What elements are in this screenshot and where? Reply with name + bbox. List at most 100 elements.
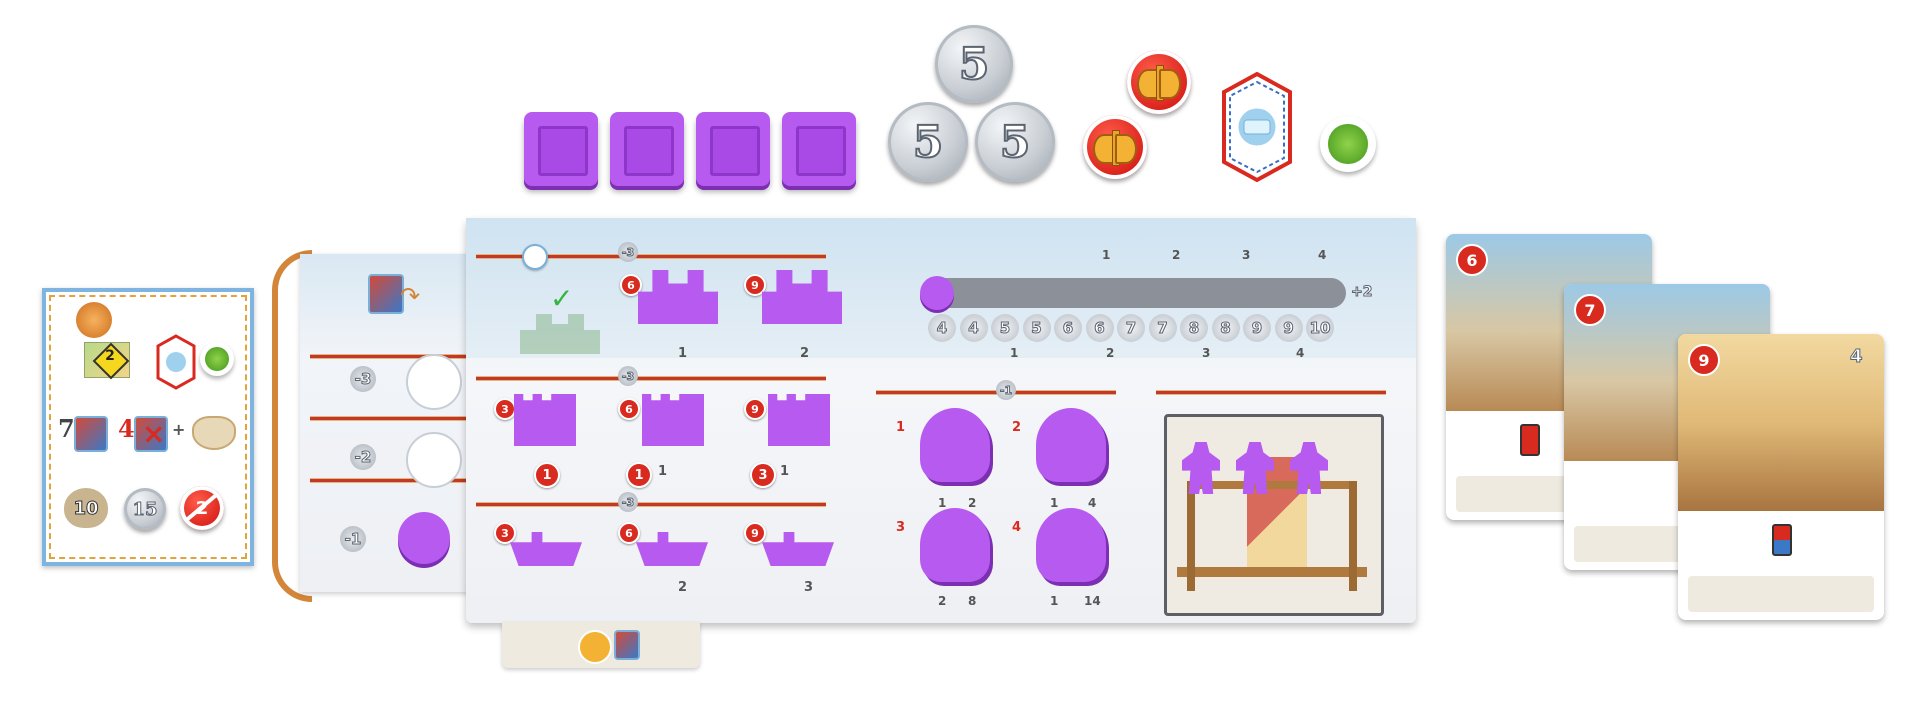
diamond-value: 2 — [105, 348, 115, 364]
card-cost: 9 — [1688, 344, 1720, 376]
check-icon: ✓ — [550, 282, 574, 315]
tree-reward-1: 1 — [938, 496, 947, 510]
house-badge-2: 1 — [626, 462, 652, 488]
track-cell-13: 10 — [1306, 314, 1334, 342]
track-mark-2: 2 — [1106, 346, 1115, 360]
track-plus-two: +2 — [1350, 284, 1373, 301]
card-fishing[interactable]: 6 — [1446, 234, 1652, 520]
board-tab — [502, 622, 700, 668]
military-token-2[interactable] — [1083, 115, 1147, 179]
coin-5-left[interactable]: 5 — [888, 102, 968, 182]
house-reward-2: 1 — [780, 464, 790, 479]
axe-icon — [1135, 65, 1183, 101]
card-shepherd[interactable]: 9 4 — [1678, 334, 1884, 620]
leaf-icon — [1328, 124, 1368, 164]
tree-id-4: 4 — [1012, 520, 1022, 535]
purple-disc[interactable] — [398, 512, 450, 564]
lion-icon — [76, 302, 112, 338]
card-icon-7 — [74, 416, 108, 452]
track-mark-3: 3 — [1202, 346, 1211, 360]
glass-hex-token[interactable] — [1222, 72, 1292, 182]
culture-card-icon — [614, 630, 640, 660]
ship-3[interactable] — [762, 532, 834, 566]
house-cost-1: 3 — [494, 398, 516, 420]
cross-icon: × — [142, 417, 166, 450]
coin-value: 5 — [958, 38, 991, 91]
bonus-label-2: 2 — [1172, 248, 1181, 262]
loom-beam-top — [1187, 481, 1357, 489]
row-line-wonders — [476, 254, 826, 259]
coin-5-top[interactable]: 5 — [935, 25, 1013, 103]
row-line-2 — [310, 416, 470, 421]
resource-icon — [522, 244, 548, 270]
card-cost: 6 — [1456, 244, 1488, 276]
purple-tile-3[interactable] — [696, 112, 770, 186]
loom-post-left — [1187, 481, 1195, 591]
tree-reward-4: 4 — [1088, 496, 1097, 510]
tree-2[interactable] — [1036, 408, 1106, 482]
card-reward: 4 — [1850, 346, 1863, 368]
empty-slot-1[interactable] — [406, 354, 462, 410]
track-cell-8: 7 — [1148, 314, 1177, 342]
track-cell-2: 4 — [959, 314, 988, 342]
track-cell-7: 7 — [1117, 314, 1145, 342]
ship-1[interactable] — [510, 532, 582, 566]
row-line-1 — [310, 354, 470, 359]
house-1[interactable] — [514, 394, 576, 446]
tree-4[interactable] — [1036, 508, 1106, 582]
axe-icon — [1091, 130, 1139, 166]
ship-reward-1: 2 — [678, 580, 688, 595]
tree-id-2: 2 — [1012, 420, 1022, 435]
summary-card[interactable]: 2 7 4 × + 10 15 2 — [42, 288, 254, 566]
ship-cost-1: 3 — [494, 522, 516, 544]
military-token-1[interactable] — [1127, 50, 1191, 114]
tree-reward-8: 14 — [1084, 594, 1101, 608]
tree-id-1: 1 — [896, 420, 906, 435]
house-2[interactable] — [642, 394, 704, 446]
ship-2[interactable] — [636, 532, 708, 566]
loom-post-right — [1349, 481, 1357, 591]
coin-5-right[interactable]: 5 — [975, 102, 1055, 182]
house-cost-3: 9 — [744, 398, 766, 420]
border-pattern — [49, 295, 247, 559]
ship-cost-3: 9 — [744, 522, 766, 544]
row-line-loom — [1156, 390, 1386, 395]
plus-sign: + — [172, 420, 186, 439]
leaf-icon — [200, 342, 234, 376]
side-panel: ↷ -3 -2 -1 — [300, 254, 478, 592]
row-value-3: -1 — [340, 526, 366, 552]
tree-3[interactable] — [920, 508, 990, 582]
purple-tile-4[interactable] — [782, 112, 856, 186]
bonus-label-4: 4 — [1318, 248, 1327, 262]
purple-tile-1[interactable] — [524, 112, 598, 186]
coin-15: 15 — [124, 488, 166, 530]
arrow-icon: ↷ — [400, 282, 421, 310]
house-badge-3: 3 — [750, 462, 776, 488]
card-count-4: 4 — [118, 414, 135, 443]
track-mark-1: 1 — [1010, 346, 1019, 360]
track-cell-6: 6 — [1085, 314, 1114, 342]
empty-slot-2[interactable] — [406, 432, 462, 488]
purple-tile-2[interactable] — [610, 112, 684, 186]
bull-token-10: 10 — [64, 488, 108, 528]
card-count-7: 7 — [58, 414, 75, 443]
row-id-trees: -1 — [996, 380, 1016, 400]
coin-value: 5 — [912, 116, 945, 169]
house-3[interactable] — [768, 394, 830, 446]
leaf-token[interactable] — [1320, 116, 1376, 172]
row-line-3 — [310, 478, 470, 483]
wonder-cost-2: 9 — [744, 274, 766, 296]
house-reward-1: 1 — [658, 464, 668, 479]
glass-hex-icon — [156, 334, 196, 390]
tree-1[interactable] — [920, 408, 990, 482]
track-cell-5: 6 — [1054, 314, 1082, 342]
tree-reward-2: 2 — [968, 496, 977, 510]
track-cell-11: 9 — [1243, 314, 1271, 342]
house-cost-2: 6 — [618, 398, 640, 420]
row-id-wonders: -3 — [618, 242, 638, 262]
player-board: -3 ✓ 6 9 1 2 +2 1 2 3 4 1 2 3 4 -3 3 6 9… — [466, 218, 1416, 623]
track-marker[interactable] — [920, 276, 954, 310]
loom-beam-bottom — [1177, 567, 1367, 577]
row-id-ships: -3 — [618, 492, 638, 512]
row-line-houses — [476, 376, 826, 381]
